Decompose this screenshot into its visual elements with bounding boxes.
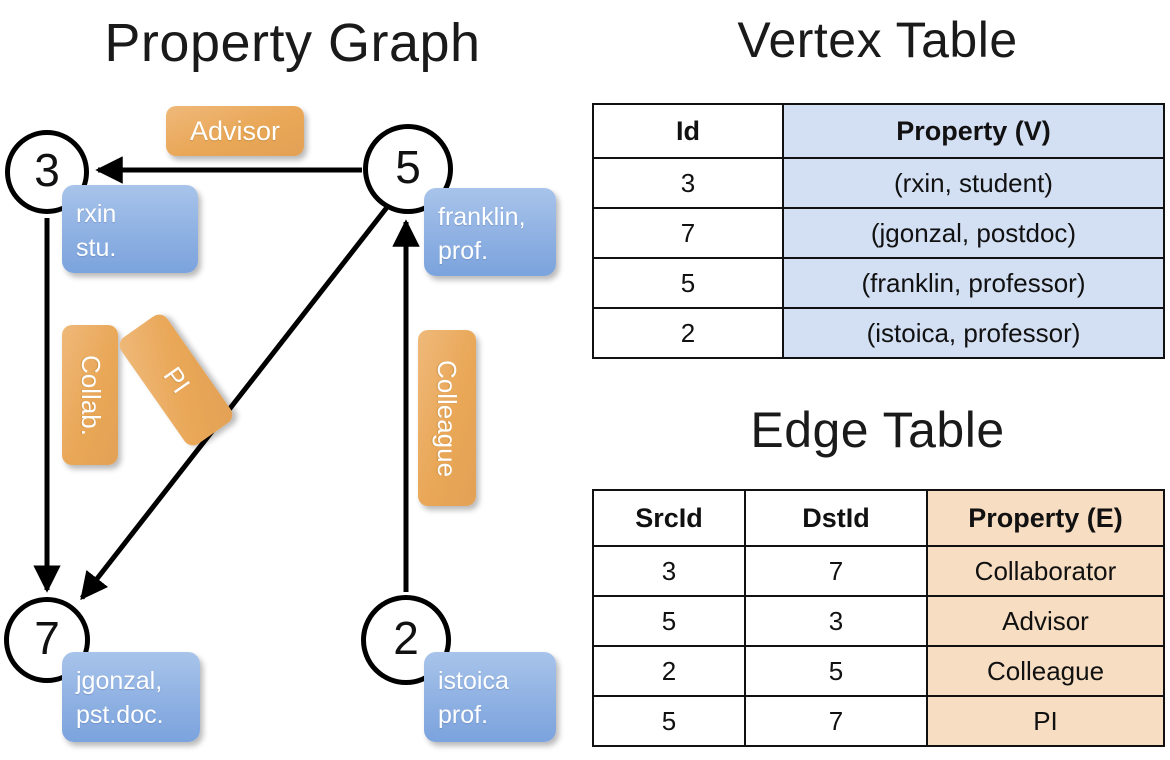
vertex-row-1-property: (jgonzal, postdoc) [782,207,1165,259]
table-row: 7 (jgonzal, postdoc) [592,207,1165,259]
vertex-property-rxin-line2: stu. [76,234,117,262]
graph-edges-layer [33,156,420,601]
graph-node-2-label: 2 [393,612,419,664]
vertex-property-jgonzal-line2: pst.doc. [76,701,164,729]
edge-row-3-property: PI [926,695,1165,747]
vertex-property-franklin-line1: franklin, [438,203,526,231]
vertex-property-franklin-line2: prof. [438,237,489,265]
vertex-row-1-id: 7 [592,207,784,259]
page-title-vertex-table: Vertex Table [737,12,1018,68]
edge-table: SrcId DstId Property (E) 3 7 Collaborato… [592,489,1165,747]
edge-label-colleague: Colleague [418,330,476,506]
vertex-row-2-id: 5 [592,257,784,309]
vertex-row-3-property: (istoica, professor) [782,307,1165,359]
vertex-property-box-franklin: franklin, prof. [424,188,556,276]
edge-row-2-property: Colleague [926,645,1165,697]
edge-label-advisor: Advisor [166,106,304,156]
graph-node-7-label: 7 [34,612,60,664]
vertex-property-istoica-line1: istoica [438,667,509,695]
table-row: 3 (rxin, student) [592,157,1165,209]
edge-label-collab: Collab. [62,325,118,465]
vertex-row-0-property: (rxin, student) [782,157,1165,209]
edge-table-header-row: SrcId DstId Property (E) [592,489,1165,547]
table-row: 3 7 Collaborator [592,545,1165,597]
table-row: 2 5 Colleague [592,645,1165,697]
graph-node-2[interactable]: 2 [361,595,451,685]
page-title-edge-table: Edge Table [750,402,1005,458]
table-row: 5 7 PI [592,695,1165,747]
graph-node-5-label: 5 [395,141,421,193]
property-graph-panel: Property Graph 3 5 7 2 rxin stu. frankli… [4,13,556,742]
edge-label-pi-text: PI [157,361,196,399]
vertex-property-jgonzal-line1: jgonzal, [76,667,163,695]
edge-row-2-dst: 5 [744,645,928,697]
vertex-row-0-id: 3 [592,157,784,209]
edge-row-0-dst: 7 [744,545,928,597]
edge-row-1-dst: 3 [744,595,928,647]
edge-table-header-property: Property (E) [926,489,1165,547]
vertex-property-box-rxin: rxin stu. [62,185,198,273]
vertex-property-rxin-line1: rxin [76,200,117,228]
vertex-row-2-property: (franklin, professor) [782,257,1165,309]
graph-node-3-label: 3 [34,144,60,196]
edge-label-collab-text: Collab. [75,354,106,436]
edge-row-1-property: Advisor [926,595,1165,647]
edge-row-0-src: 3 [592,545,746,597]
vertex-table-header-property: Property (V) [782,103,1165,159]
edge-label-advisor-text: Advisor [189,115,281,146]
vertex-property-box-jgonzal: jgonzal, pst.doc. [62,652,200,742]
edge-table-header-dstid: DstId [744,489,928,547]
table-row: 2 (istoica, professor) [592,307,1165,359]
vertex-table-header-id: Id [592,103,784,159]
vertex-property-istoica-line2: prof. [438,701,489,729]
edge-row-3-src: 5 [592,695,746,747]
vertex-table: Id Property (V) 3 (rxin, student) 7 (jgo… [592,103,1165,359]
graph-node-5[interactable]: 5 [363,124,453,214]
page-title-property-graph: Property Graph [104,13,481,73]
edge-row-0-property: Collaborator [926,545,1165,597]
edge-label-colleague-text: Colleague [432,359,463,477]
edge-row-2-src: 2 [592,645,746,697]
vertex-table-header-row: Id Property (V) [592,103,1165,159]
table-row: 5 3 Advisor [592,595,1165,647]
vertex-property-box-istoica: istoica prof. [424,652,556,742]
edge-row-1-src: 5 [592,595,746,647]
table-row: 5 (franklin, professor) [592,257,1165,309]
edge-5-to-7 [80,204,390,601]
edge-row-3-dst: 7 [744,695,928,747]
vertex-row-3-id: 2 [592,307,784,359]
edge-table-header-srcid: SrcId [592,489,746,547]
